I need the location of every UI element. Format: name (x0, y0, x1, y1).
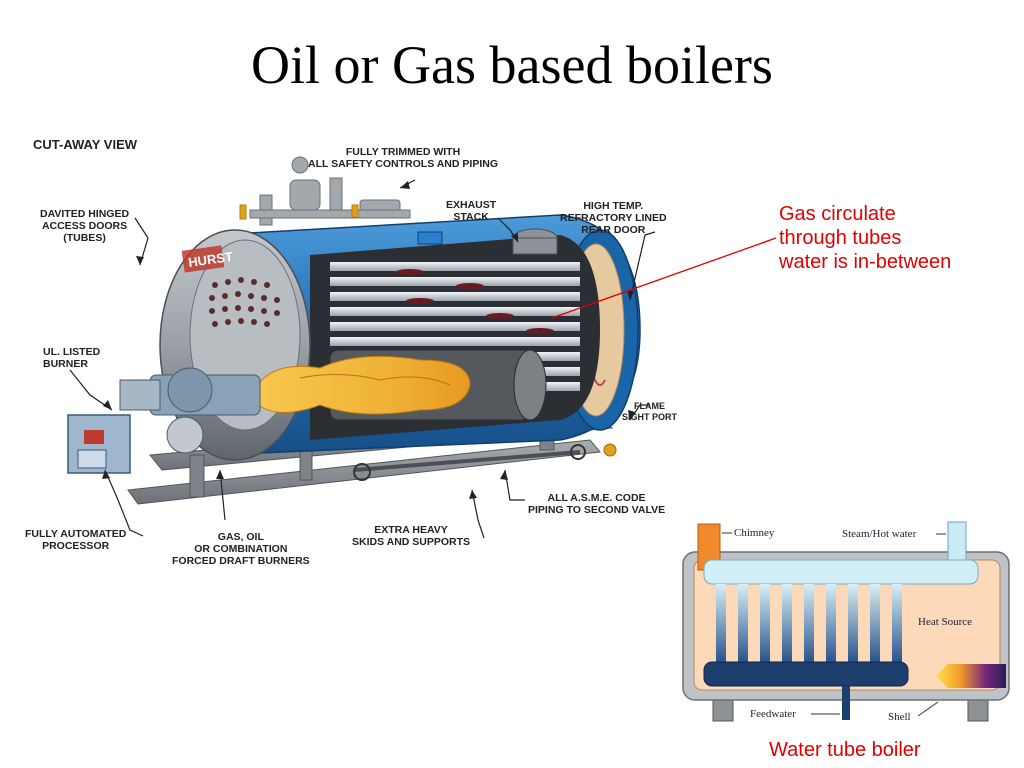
burner-assembly (119, 367, 261, 454)
label-skids: EXTRA HEAVY SKIDS AND SUPPORTS (352, 524, 471, 548)
label-burners-fuel: GAS, OIL OR COMBINATION FORCED DRAFT BUR… (172, 531, 310, 567)
top-piping (239, 156, 411, 226)
label-exhaust-stack: EXHAUST STACK (446, 199, 497, 223)
water-tube-boiler-diagram (682, 521, 1010, 722)
label-ul-burner: UL. LISTED BURNER (43, 346, 101, 370)
label-fully-trimmed: FULLY TRIMMED WITH ALL SAFETY CONTROLS A… (308, 146, 498, 170)
label-processor: FULLY AUTOMATED PROCESSOR (25, 528, 127, 552)
label-steam-hot-water: Steam/Hot water (842, 528, 917, 540)
label-rear-door: HIGH TEMP. REFRACTORY LINED REAR DOOR (560, 200, 667, 236)
brand-badge: HURST (187, 249, 233, 270)
cutaway-heading: CUT-AWAY VIEW (33, 137, 138, 152)
label-heat-source: Heat Source (918, 616, 973, 628)
label-chimney: Chimney (734, 527, 775, 539)
label-shell: Shell (888, 711, 911, 723)
label-davited-doors: DAVITED HINGED ACCESS DOORS (TUBES) (40, 208, 130, 244)
label-flame-port: FLAME SIGHT PORT (622, 401, 678, 422)
gas-circulation-note: Gas circulate through tubes water is in-… (779, 203, 952, 273)
page-title: Oil or Gas based boilers (251, 35, 773, 95)
label-asme-piping: ALL A.S.M.E. CODE PIPING TO SECOND VALVE (528, 492, 666, 516)
processor-cabinet (67, 414, 131, 474)
burner-flame (254, 355, 471, 415)
annotation-pointer-line (551, 237, 777, 319)
water-tube-caption: Water tube boiler (769, 739, 921, 761)
label-feedwater: Feedwater (750, 708, 796, 720)
